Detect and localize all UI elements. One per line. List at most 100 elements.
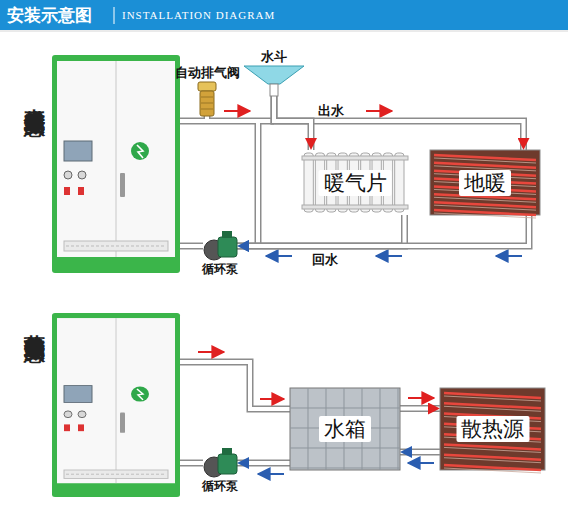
heating-coil — [444, 393, 541, 398]
node-art — [196, 82, 218, 116]
node-art — [203, 230, 237, 262]
tank-body — [290, 388, 400, 470]
pipe-connector — [400, 408, 440, 409]
valve-body — [200, 91, 214, 116]
node-label: 散热源 — [456, 416, 529, 442]
pipe-flow — [274, 96, 311, 150]
heating-coil — [434, 155, 536, 160]
pipe-flow — [237, 215, 405, 246]
supply-arrow — [408, 397, 434, 399]
pipe-inner — [400, 450, 440, 454]
return-arrow — [496, 255, 522, 257]
node-label: 循环泵 — [202, 263, 238, 277]
node-label: 水斗 — [261, 50, 287, 65]
supply-arrow — [198, 351, 224, 353]
edge-label: 回水 — [312, 251, 338, 269]
pipe-flow — [237, 463, 290, 464]
pipe-inner — [274, 96, 311, 150]
heating-coil — [444, 455, 541, 460]
pipe-inner — [237, 215, 529, 246]
tank-seam — [398, 388, 399, 470]
coil-highlight — [444, 458, 541, 463]
pipe-connector — [237, 463, 290, 464]
pipe-outer — [274, 96, 311, 150]
pipe-connector — [237, 215, 405, 246]
water-tank: 水箱 — [290, 388, 400, 470]
supply-arrow — [366, 110, 392, 112]
pipe-outer — [237, 215, 529, 246]
coil-highlight — [434, 213, 536, 218]
node-art — [244, 66, 304, 96]
pipe-connector — [400, 451, 440, 452]
pipe-connector — [237, 215, 529, 246]
heat-emitter: 散热源 — [440, 388, 545, 470]
pipe-inner — [400, 407, 440, 411]
supply-arrow — [224, 110, 250, 112]
edge-label: 出水 — [318, 102, 344, 120]
heating-coil — [444, 403, 541, 408]
pipe-outer — [400, 405, 440, 412]
radiator: 暖气片 — [300, 150, 410, 215]
node-label: 循环泵 — [202, 480, 238, 494]
valve-ridge — [201, 97, 213, 98]
funnel-cone — [244, 66, 304, 84]
boiler-cabinet — [52, 313, 180, 497]
return-arrow — [266, 255, 292, 257]
pump-motor — [218, 237, 237, 257]
pipe-outer — [400, 448, 440, 455]
return-arrow — [258, 473, 284, 475]
air-vent-valve: 自动排气阀 — [196, 82, 218, 116]
return-pipe — [180, 243, 203, 250]
radiator-fin — [395, 153, 404, 212]
pipe-inner — [237, 215, 405, 246]
boiler-cabinet — [52, 55, 180, 273]
coil-highlight — [434, 205, 536, 210]
heating-coil — [434, 163, 536, 168]
tank-seam — [380, 388, 381, 470]
coil-highlight — [444, 468, 541, 473]
pipe-connector — [274, 96, 524, 150]
tank-seam — [290, 448, 400, 449]
circulation-pump: 循环泵 — [203, 230, 237, 262]
return-pipe — [180, 461, 203, 465]
node-art — [203, 447, 237, 479]
heating-coil — [444, 444, 541, 449]
tank-seam — [290, 408, 400, 409]
pump-terminal — [222, 231, 232, 238]
header-bar — [0, 0, 568, 30]
tank-seam — [308, 388, 309, 470]
valve-ridge — [201, 109, 213, 110]
return-pipe — [180, 244, 203, 248]
pipe-inner — [274, 96, 524, 150]
supply-pipe — [180, 362, 290, 409]
floor-slab — [440, 388, 545, 470]
node-label: 暖气片 — [319, 169, 392, 195]
radiator-header — [302, 156, 408, 160]
return-arrow — [408, 462, 434, 464]
pipe-inner — [180, 116, 290, 463]
pump-terminal — [222, 448, 232, 455]
supply-pipe — [180, 362, 290, 409]
coil-highlight — [434, 158, 536, 163]
pipe-flow — [400, 451, 440, 452]
bypass-pipe — [256, 121, 260, 246]
valve-ridge — [201, 103, 213, 104]
valve-stub — [205, 116, 209, 121]
coil-highlight — [444, 447, 541, 452]
return-arrow — [376, 255, 402, 257]
pipe-outer — [237, 215, 405, 246]
pipe-flow — [274, 96, 524, 150]
pipe-inner — [237, 461, 290, 465]
section-title: 直供式安装示意图 — [21, 92, 49, 100]
return-pipe — [180, 460, 203, 467]
funnel-neck — [270, 84, 278, 96]
bypass-pipe — [255, 121, 262, 246]
node-label: 自动排气阀 — [175, 66, 240, 81]
node-label: 地暖 — [459, 169, 511, 195]
coil-highlight — [434, 197, 536, 202]
pipe-connector — [274, 96, 311, 150]
heating-coil — [434, 202, 536, 207]
node-label: 水箱 — [319, 416, 371, 442]
header-divider — [114, 7, 115, 24]
